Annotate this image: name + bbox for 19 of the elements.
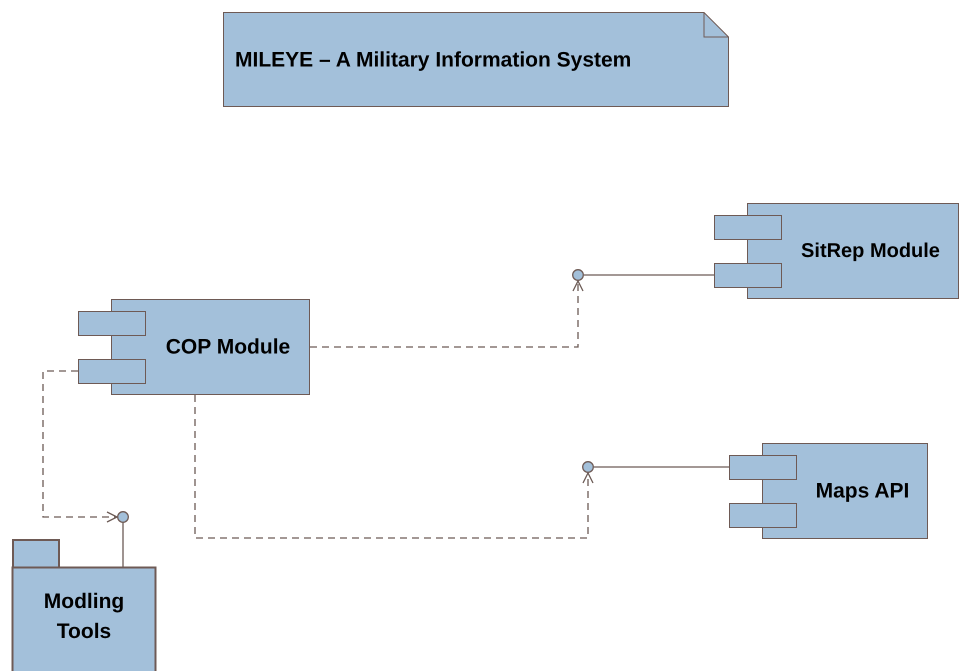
component-name: Maps API xyxy=(814,478,910,504)
package-name: Modling Tools xyxy=(42,589,126,646)
dependency-arrow xyxy=(42,370,118,523)
package-box xyxy=(12,567,156,670)
component-box xyxy=(714,203,959,299)
dependency-arrow xyxy=(310,280,584,348)
component-name: SitRep Module xyxy=(800,239,941,264)
dependency-arrow xyxy=(194,395,594,539)
component-box xyxy=(78,299,310,395)
component-box xyxy=(729,443,928,539)
interface-circle xyxy=(572,269,584,281)
interface-circle xyxy=(117,511,129,523)
connector-line xyxy=(122,523,124,567)
component-name: COP Module xyxy=(164,334,292,360)
connector-line xyxy=(584,274,714,276)
interface-circle xyxy=(582,461,594,473)
note-text: MILEYE – A Military Information System xyxy=(235,46,632,73)
note-box xyxy=(223,12,729,107)
connector-line xyxy=(594,466,729,468)
